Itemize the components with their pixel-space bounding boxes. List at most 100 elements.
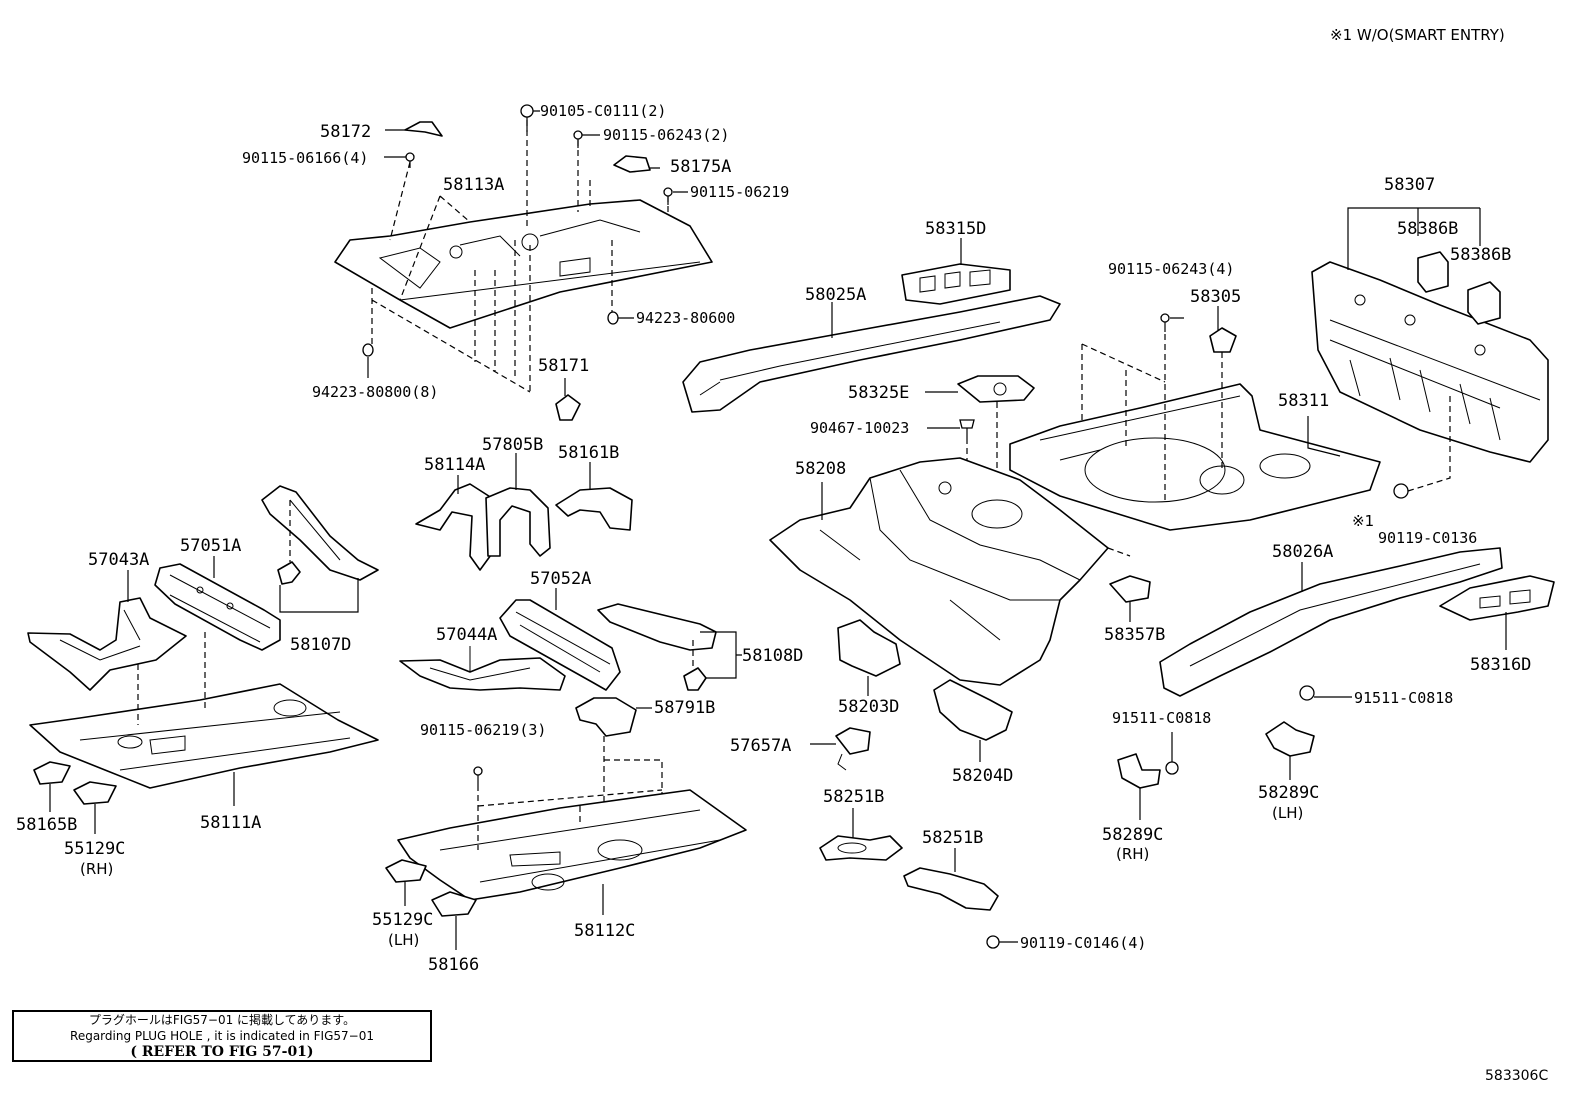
- part-58107d[interactable]: [261, 485, 379, 581]
- label-90115-06219: 90115-06219: [690, 183, 789, 201]
- bolt-90115-06219-3[interactable]: [473, 766, 483, 785]
- label-58107d: 58107D: [290, 635, 351, 655]
- label-90115-06219-3: 90115-06219(3): [420, 721, 546, 739]
- label-58111a: 58111A: [200, 813, 261, 833]
- part-58289c-lh[interactable]: [1265, 721, 1315, 757]
- part-58251b-1[interactable]: [819, 835, 903, 861]
- part-55129c-rh[interactable]: [73, 781, 117, 805]
- label-58289c-lh: 58289C: [1258, 783, 1319, 803]
- bolt-91511-c0818-b[interactable]: [1165, 732, 1179, 775]
- label-58175a: 58175A: [670, 157, 731, 177]
- part-58305[interactable]: [1209, 327, 1237, 353]
- part-58315d[interactable]: [901, 263, 1011, 305]
- part-55129c-lh[interactable]: [385, 859, 427, 883]
- label-58311: 58311: [1278, 391, 1329, 411]
- label-lh-a: (LH): [1272, 804, 1303, 822]
- bracket-58386b-1[interactable]: [1417, 251, 1449, 293]
- label-58165b: 58165B: [16, 815, 77, 835]
- label-58026a: 58026A: [1272, 542, 1333, 562]
- bolt-90105-c0111[interactable]: [520, 104, 534, 132]
- label-58108d: 58108D: [742, 646, 803, 666]
- part-58113a[interactable]: [334, 199, 713, 329]
- bolt-90115-06219[interactable]: [663, 187, 673, 205]
- note-line-en: Regarding PLUG HOLE , it is indicated in…: [70, 1029, 374, 1043]
- grommet-94223-80600[interactable]: [607, 311, 619, 325]
- label-58171: 58171: [538, 356, 589, 376]
- figure-code: 583306C: [1485, 1068, 1549, 1084]
- clip-58108d[interactable]: [683, 667, 707, 691]
- bolt-90119-c0136[interactable]: [1393, 483, 1409, 499]
- label-58166: 58166: [428, 955, 479, 975]
- bolt-90119-c0146[interactable]: [986, 935, 1000, 949]
- label-58386b-2: 58386B: [1450, 245, 1511, 265]
- part-58172[interactable]: [404, 121, 443, 137]
- bolt-90115-06166[interactable]: [405, 152, 415, 168]
- part-58311[interactable]: [1009, 383, 1381, 531]
- part-58325e[interactable]: [957, 375, 1035, 403]
- note-reference-link[interactable]: ( REFER TO FIG 57-01): [130, 1044, 314, 1060]
- label-94223-80600: 94223-80600: [636, 309, 735, 327]
- reference-note-box: プラグホールはFIG57−01 に掲載してあります。 Regarding PLU…: [12, 1010, 432, 1062]
- grommet-94223-80800[interactable]: [362, 343, 374, 357]
- label-58316d: 58316D: [1470, 655, 1531, 675]
- bracket-58386b-2[interactable]: [1467, 281, 1501, 325]
- label-91511-c0818-b: 91511-C0818: [1112, 709, 1211, 727]
- part-58108d[interactable]: [597, 603, 717, 651]
- part-58112c[interactable]: [397, 789, 747, 901]
- part-58111a[interactable]: [29, 683, 379, 789]
- part-58175a[interactable]: [613, 155, 651, 173]
- part-58026a[interactable]: [1159, 547, 1503, 697]
- header-note: ※1 W/O(SMART ENTRY): [1330, 26, 1505, 44]
- label-58325e: 58325E: [848, 383, 909, 403]
- bolt-90115-06243-2[interactable]: [573, 130, 583, 148]
- part-58316d[interactable]: [1439, 575, 1555, 621]
- part-58161b[interactable]: [555, 487, 633, 531]
- part-58357b[interactable]: [1109, 575, 1151, 603]
- bolt-91511-c0818-a[interactable]: [1299, 685, 1315, 701]
- label-58203d: 58203D: [838, 697, 899, 717]
- label-58204d: 58204D: [952, 766, 1013, 786]
- part-58791b[interactable]: [575, 697, 637, 737]
- part-58204d[interactable]: [933, 679, 1013, 741]
- label-90115-06243-4: 90115-06243(4): [1108, 260, 1234, 278]
- label-58113a: 58113A: [443, 175, 504, 195]
- label-note-1: ※1: [1352, 512, 1374, 530]
- part-58114a[interactable]: [415, 483, 497, 571]
- part-58289c-rh[interactable]: [1117, 753, 1161, 789]
- label-58305: 58305: [1190, 287, 1241, 307]
- label-58172: 58172: [320, 122, 371, 142]
- label-57052a: 57052A: [530, 569, 591, 589]
- part-58251b-2[interactable]: [903, 867, 999, 911]
- part-58208[interactable]: [769, 457, 1109, 686]
- label-58386b-1: 58386B: [1397, 219, 1458, 239]
- part-57051a[interactable]: [154, 563, 281, 651]
- bolt-90115-06243-4[interactable]: [1160, 313, 1170, 332]
- label-57044a: 57044A: [436, 625, 497, 645]
- part-58025a[interactable]: [682, 295, 1061, 413]
- label-90119-c0146: 90119-C0146(4): [1020, 934, 1146, 952]
- part-58171[interactable]: [555, 394, 581, 421]
- part-57043a[interactable]: [27, 597, 187, 691]
- part-57052a[interactable]: [499, 599, 621, 691]
- label-lh-b: (LH): [388, 931, 419, 949]
- part-58203d[interactable]: [837, 619, 901, 677]
- part-58166[interactable]: [431, 891, 477, 917]
- part-58307[interactable]: [1311, 261, 1549, 463]
- part-57805b[interactable]: [485, 487, 551, 557]
- label-90467-10023: 90467-10023: [810, 419, 909, 437]
- note-line-jp: プラグホールはFIG57−01 に掲載してあります。: [88, 1013, 356, 1027]
- label-58315d: 58315D: [925, 219, 986, 239]
- label-58357b: 58357B: [1104, 625, 1165, 645]
- part-57657a[interactable]: [835, 727, 871, 771]
- clip-90467-10023[interactable]: [959, 419, 975, 438]
- label-90105-c0111: 90105-C0111(2): [540, 102, 666, 120]
- label-58025a: 58025A: [805, 285, 866, 305]
- part-57044a[interactable]: [399, 646, 566, 691]
- clip-58107d[interactable]: [277, 561, 301, 585]
- label-58251b-1: 58251B: [823, 787, 884, 807]
- label-90119-c0136: 90119-C0136: [1378, 529, 1477, 547]
- label-57657a: 57657A: [730, 736, 791, 756]
- part-58165b[interactable]: [33, 761, 71, 785]
- label-58112c: 58112C: [574, 921, 635, 941]
- label-rh-a: (RH): [1116, 845, 1149, 863]
